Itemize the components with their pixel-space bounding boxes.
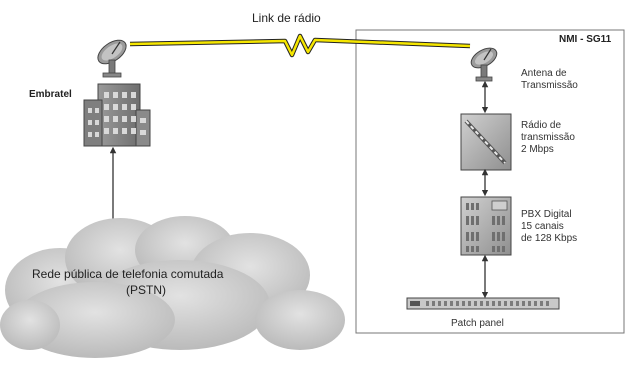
antenna-label-line2: Transmissão [521, 80, 578, 91]
satellite-dish-icon [97, 39, 127, 78]
building-icon [83, 83, 151, 147]
radio-label-line2: transmissão [521, 132, 575, 143]
pbx-label-line2: 15 canais [521, 221, 564, 232]
pbx-label-line1: PBX Digital [521, 209, 572, 220]
patch-panel-label: Patch panel [451, 318, 504, 329]
nmi-site-title: NMI - SG11 [559, 34, 612, 45]
embratel-label: Embratel [29, 89, 72, 100]
nmi-site-box [355, 29, 625, 334]
radio-label-line1: Rádio de [521, 120, 562, 131]
pbx-device-icon [460, 196, 512, 256]
pstn-label-line2: (PSTN) [126, 283, 166, 297]
radio-device-icon [460, 113, 512, 171]
radio-label-line3: 2 Mbps [521, 144, 554, 155]
cloud-icon [0, 216, 345, 358]
pbx-label-line3: de 128 Kbps [521, 233, 578, 244]
radio-link-label: Link de rádio [252, 11, 321, 25]
radio-link-lightning-icon [129, 33, 471, 58]
antenna-label-line1: Antena de [521, 68, 567, 79]
patch-panel-icon [406, 297, 560, 310]
pstn-label-line1: Rede pública de telefonia comutada [32, 267, 224, 281]
